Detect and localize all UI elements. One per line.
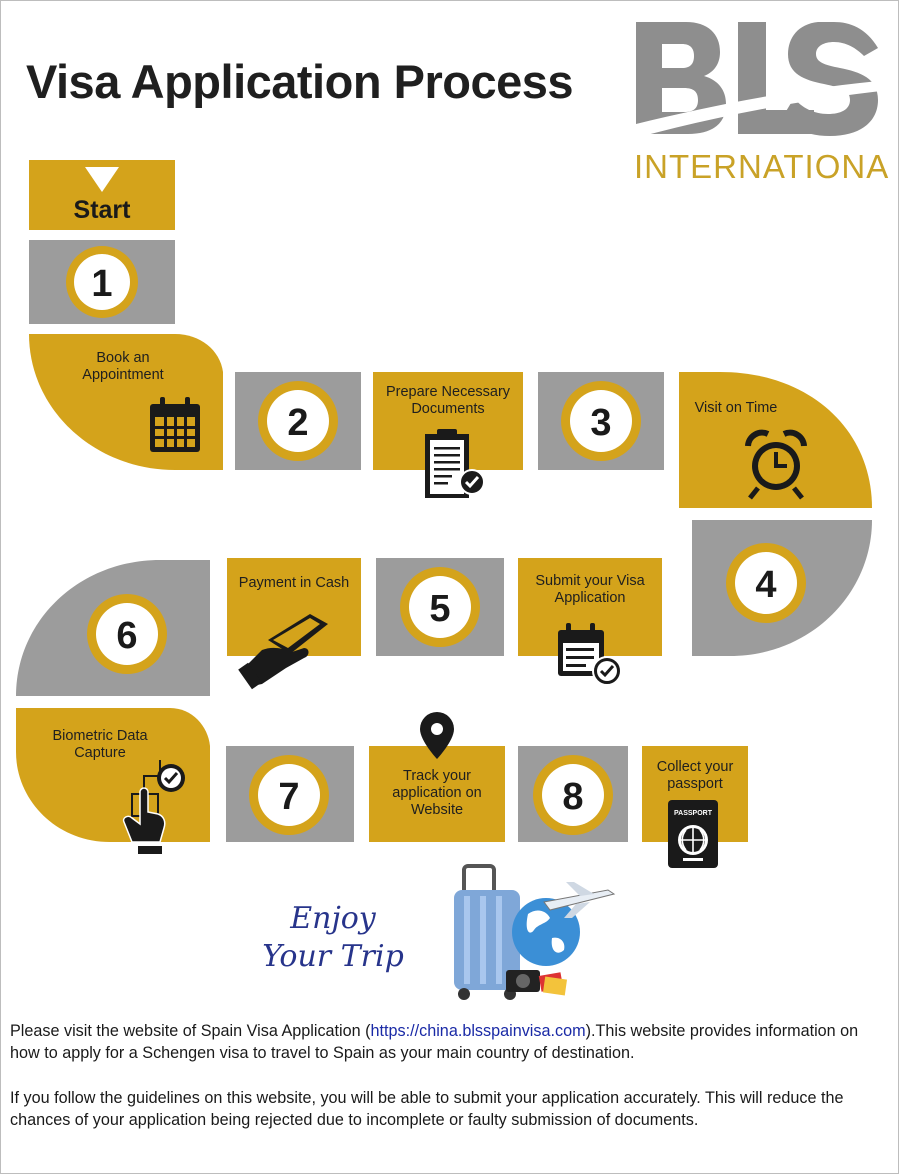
step-6-label: Biometric Data Capture	[52, 728, 148, 761]
enjoy-line-1: Enjoy	[290, 901, 376, 936]
step-6-number: 6	[116, 615, 137, 657]
step-7-label: Track your application on Website	[392, 768, 482, 818]
step-5-label: Payment in Cash	[238, 575, 350, 591]
step-1-label: Book an Appointment	[82, 350, 164, 383]
biometric-curve	[16, 708, 210, 842]
step-3-label: Visit on Time	[694, 400, 778, 416]
enjoy-trip-text: Enjoy Your Trip	[258, 900, 408, 976]
step-2-number: 2	[287, 402, 308, 444]
fingerprint-icon	[122, 760, 185, 854]
step-2-label: Prepare Necessary Documents	[385, 384, 511, 417]
down-triangle-icon	[85, 167, 119, 192]
camera-icon	[506, 970, 540, 992]
step-1-number: 1	[91, 263, 112, 305]
step-5-number: 5	[429, 588, 450, 630]
globe-icon	[512, 898, 580, 966]
step-4-number: 4	[755, 564, 776, 606]
step-7-number: 7	[278, 776, 299, 818]
visit-on-time-curve	[679, 372, 872, 508]
info-paragraph-1-end: ).This website provides information on h…	[10, 1022, 859, 1062]
step-3-number: 3	[590, 402, 611, 444]
info-paragraph-1: Please visit the website of Spain Visa A…	[10, 1020, 888, 1064]
step-8-number: 8	[562, 776, 583, 818]
website-link[interactable]: https://china.blsspainvisa.com	[370, 1022, 586, 1040]
calendar-check-icon	[558, 623, 622, 686]
bls-logo: INTERNATIONAL	[628, 22, 890, 185]
alarm-clock-icon	[745, 429, 807, 500]
travel-illustration	[454, 864, 616, 1000]
logo-subtitle: INTERNATIONAL	[634, 148, 890, 185]
passport-text: PASSPORT	[674, 810, 713, 817]
page-title: Visa Application Process	[26, 55, 574, 108]
info-paragraph-1-start: Please visit the website of Spain Visa A…	[10, 1022, 371, 1040]
enjoy-line-2: Your Trip	[262, 939, 404, 974]
airplane-icon	[543, 882, 616, 918]
track-application-tile	[369, 746, 505, 842]
clipboard-icon	[425, 429, 485, 498]
location-pin-icon	[420, 712, 454, 759]
cash-hand-icon	[238, 614, 328, 690]
step-4-label: Submit your Visa Application	[535, 573, 645, 606]
start-label: Start	[74, 196, 132, 224]
step-8-label: Collect your passport	[656, 759, 734, 792]
process-board: Start 1 2 3 4 5 6 7 8	[16, 160, 872, 868]
calendar-icon	[150, 397, 200, 452]
info-paragraph-2: If you follow the guidelines on this web…	[10, 1089, 844, 1129]
passport-icon: PASSPORT	[668, 800, 718, 868]
suitcase-icon	[454, 864, 520, 1000]
